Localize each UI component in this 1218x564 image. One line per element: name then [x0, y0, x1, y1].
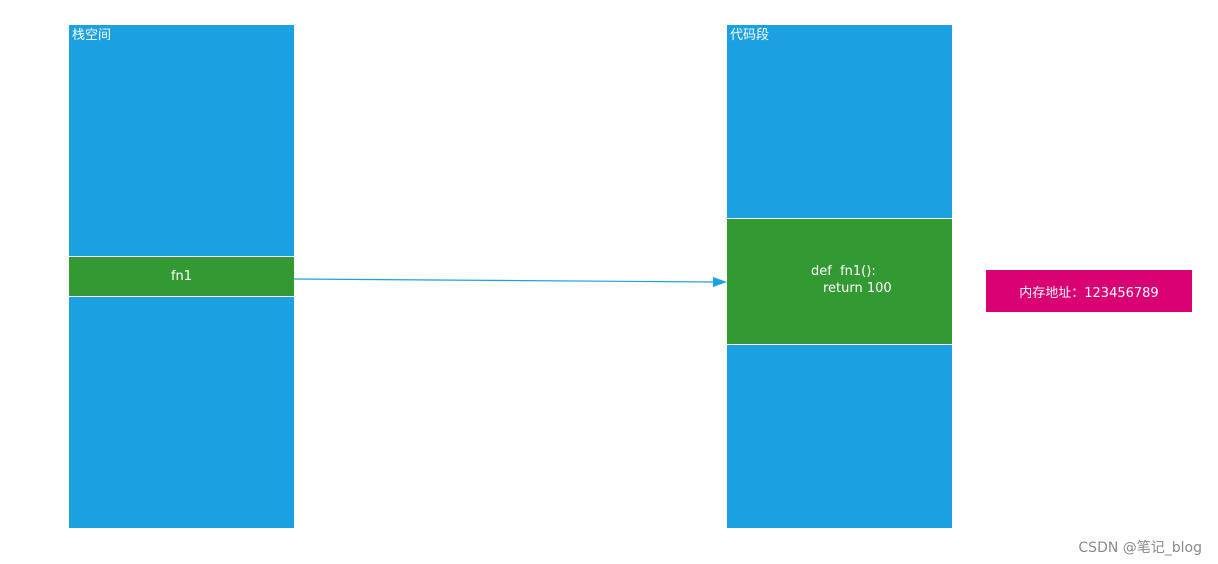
code-panel: 代码段 def fn1(): return 100 [727, 25, 952, 528]
pointer-arrow-line [293, 278, 715, 283]
stack-fn1-block: fn1 [69, 256, 294, 297]
stack-fn1-label: fn1 [170, 269, 193, 284]
csdn-watermark: CSDN @笔记_blog [1078, 540, 1202, 556]
code-line-def: def fn1(): [811, 264, 876, 279]
pointer-arrow-head [713, 277, 727, 287]
code-line-return: return 100 [823, 281, 892, 296]
code-fn1-block: def fn1(): return 100 [727, 218, 952, 345]
memory-address-label: 内存地址：123456789 [1019, 285, 1159, 301]
stack-panel-title: 栈空间 [72, 28, 112, 43]
memory-address-box: 内存地址：123456789 [986, 270, 1192, 312]
code-panel-title: 代码段 [730, 28, 770, 43]
stack-panel: 栈空间 fn1 [69, 25, 294, 528]
